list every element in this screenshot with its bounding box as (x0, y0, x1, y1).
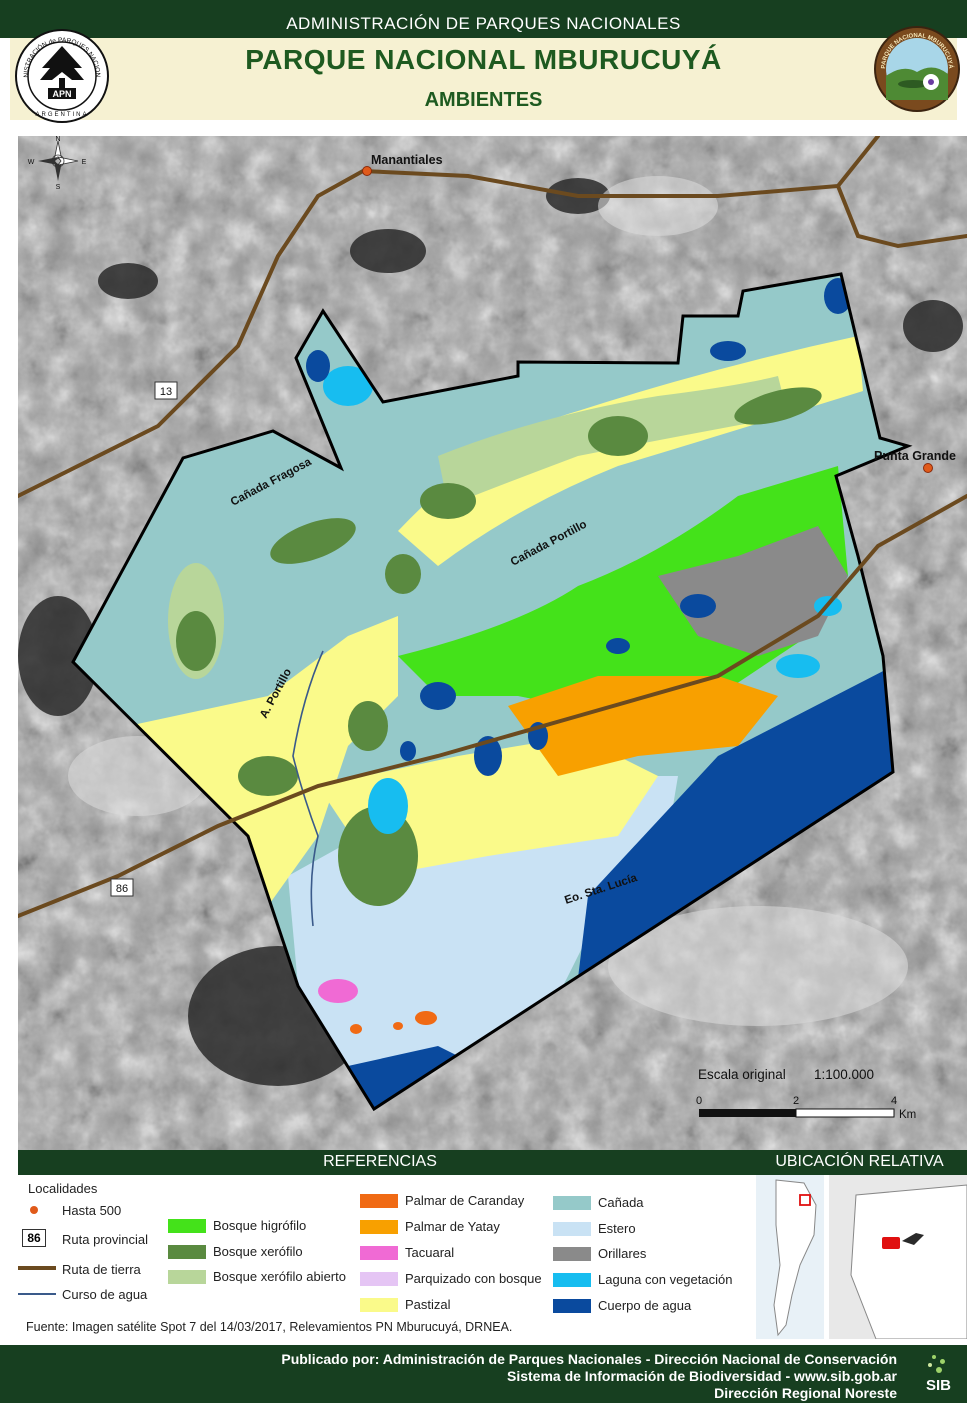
header-band (0, 0, 967, 38)
habitat-wet-forest (398, 466, 848, 716)
town-manantiales[interactable]: Manantiales (362, 153, 443, 176)
localidades-heading: Localidades (28, 1181, 98, 1196)
habitat-yatay-palm (508, 676, 778, 776)
dot-icon (30, 1206, 38, 1214)
footer-publisher: Publicado por: Administración de Parques… (281, 1351, 897, 1367)
legend-label: Parquizado con bosque (405, 1271, 542, 1286)
park-boundary (71, 272, 913, 1112)
footer (0, 1345, 967, 1403)
legend-swatch (360, 1246, 398, 1260)
agency-name: ADMINISTRACIÓN DE PARQUES NACIONALES (286, 14, 681, 33)
scale-unit: Km (899, 1109, 916, 1121)
route-shield-icon: 86 (22, 1229, 46, 1247)
legend-swatch (360, 1272, 398, 1286)
scale-ratio: 1:100.000 (814, 1067, 874, 1082)
legend-swatch (553, 1273, 591, 1288)
legend-header-band (18, 1150, 967, 1175)
habitat-orillares (658, 526, 848, 656)
legend-label: Bosque higrófilo (213, 1218, 307, 1233)
scale-bar: Escala original 1:100.000 0 2 4 Km (696, 1067, 916, 1121)
scale-tick: 0 (696, 1095, 702, 1107)
legend-swatch (553, 1247, 591, 1262)
footer-region: Dirección Regional Noreste (714, 1385, 897, 1401)
apn-country-text: ARGENTINA (35, 112, 88, 118)
legend-label: Bosque xerófilo abierto (213, 1269, 346, 1285)
inset-corrientes (850, 1184, 967, 1339)
legend-label: Cañada (598, 1195, 644, 1210)
habitat-water-body (578, 666, 893, 978)
habitat-dry-forest (176, 387, 822, 906)
legend-swatch (360, 1194, 398, 1208)
page-title: PARQUE NACIONAL MBURUCUYÁ (245, 44, 722, 75)
source-note: Fuente: Imagen satélite Spot 7 del 14/03… (26, 1320, 513, 1334)
araucaria-tree-icon (40, 46, 84, 92)
apn-logo-icon: ADMINISTRACIÓN de PARQUES NACIONALES APN… (14, 28, 109, 123)
inset-park-marker (882, 1237, 900, 1249)
legend-swatch (168, 1270, 206, 1285)
park-seal-icon: PARQUE NACIONAL MBURUCUYÁ (874, 26, 960, 112)
compass-n: N (55, 136, 60, 143)
legend-swatch (360, 1220, 398, 1234)
legend-label: Laguna con vegetación (598, 1272, 733, 1288)
north-arrow-icon: N S E W (28, 136, 87, 191)
habitat-tacuaral (318, 979, 358, 1003)
stream-line-icon (18, 1293, 56, 1295)
inset-locator-box (799, 1194, 811, 1206)
scale-label: Escala original (698, 1067, 786, 1082)
route-shield-13[interactable]: 13 (154, 381, 178, 400)
legend-label: Palmar de Caranday (405, 1193, 525, 1208)
location-title: UBICACIÓN RELATIVA (775, 1153, 944, 1170)
legend-label: Pastizal (405, 1297, 451, 1312)
legend-swatch (553, 1196, 591, 1210)
surrounding-fields (68, 176, 908, 1026)
compass-s: S (56, 184, 61, 191)
legend-label: Tacuaral (405, 1245, 455, 1260)
legend-label: Palmar de Yatay (405, 1219, 500, 1234)
legend-label: Orillares (598, 1246, 647, 1262)
legend-swatch (553, 1221, 591, 1236)
route-number: 13 (160, 386, 172, 398)
legend-title: REFERENCIAS (323, 1153, 437, 1170)
legend-label: Bosque xerófilo (213, 1243, 303, 1259)
sib-logo-text: SIB (926, 1377, 952, 1394)
apn-badge-text: APN (52, 89, 71, 99)
dirt-road-line-icon (18, 1266, 56, 1270)
route-shield-86[interactable]: 86 (110, 878, 134, 897)
scale-tick: 4 (891, 1095, 897, 1107)
legend-label: Estero (598, 1220, 636, 1236)
legend-swatch (168, 1244, 206, 1259)
inset-argentina (773, 1179, 817, 1337)
footer-sib: Sistema de Información de Biodiversidad … (506, 1368, 897, 1384)
town-punta-grande[interactable]: Punta Grande (874, 449, 956, 473)
map-subject: AMBIENTES (424, 89, 543, 111)
location-inset-map[interactable] (756, 1175, 967, 1339)
header-panel (10, 38, 957, 120)
habitat-caranday-palm (350, 1011, 437, 1034)
compass-w: W (28, 159, 35, 166)
town-label: Manantiales (371, 153, 443, 167)
legend-swatch (553, 1298, 591, 1313)
scale-tick: 2 (793, 1095, 799, 1107)
map-frame[interactable]: Manantiales Punta Grande 13 86 Cañada Fr… (18, 136, 967, 1150)
legend-swatch (168, 1219, 206, 1233)
inset-lagoon (902, 1233, 924, 1245)
sib-logo-icon: SIB (918, 1353, 962, 1399)
legend-label: Cuerpo de agua (598, 1297, 692, 1313)
route-number: 86 (116, 883, 128, 895)
satellite-map[interactable]: Manantiales Punta Grande 13 86 Cañada Fr… (18, 136, 967, 1150)
legend-swatch (360, 1298, 398, 1312)
town-label: Punta Grande (874, 449, 956, 463)
compass-e: E (82, 159, 87, 166)
